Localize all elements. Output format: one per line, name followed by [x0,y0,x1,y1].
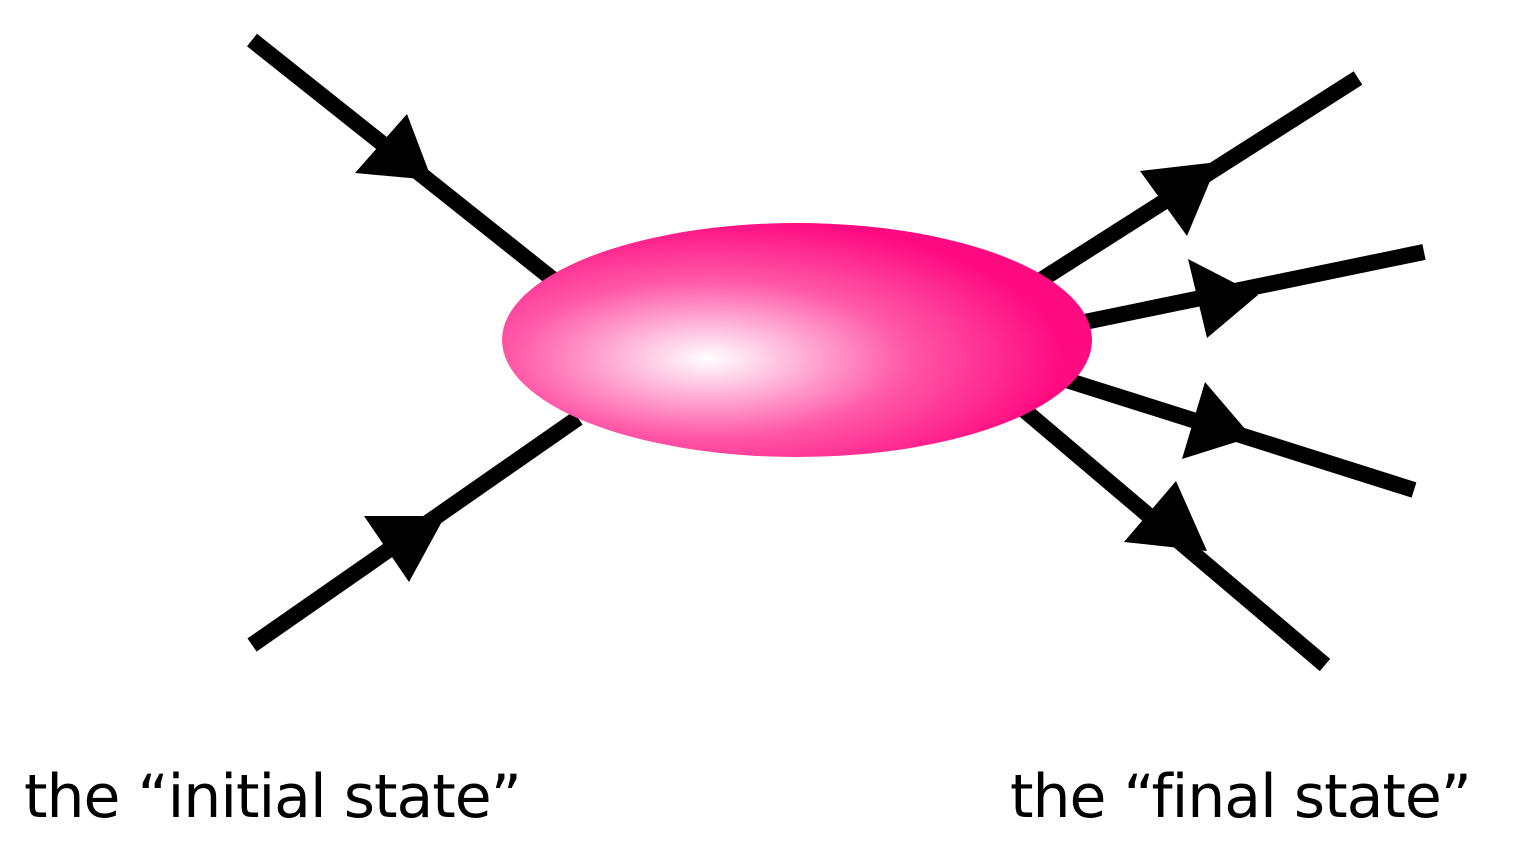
arrowhead-icon [1124,481,1207,551]
arrowhead-icon [1182,382,1252,459]
final-state-label: the “final state” [1010,762,1472,832]
outgoing-line-2 [1073,244,1426,332]
arrowhead-icon [355,114,432,180]
arrowhead-icon [1140,162,1218,236]
initial-state-label: the “initial state” [24,762,522,832]
arrowhead-icon [364,516,445,582]
arrowhead-icon [1188,259,1258,338]
interaction-blob [502,223,1092,457]
